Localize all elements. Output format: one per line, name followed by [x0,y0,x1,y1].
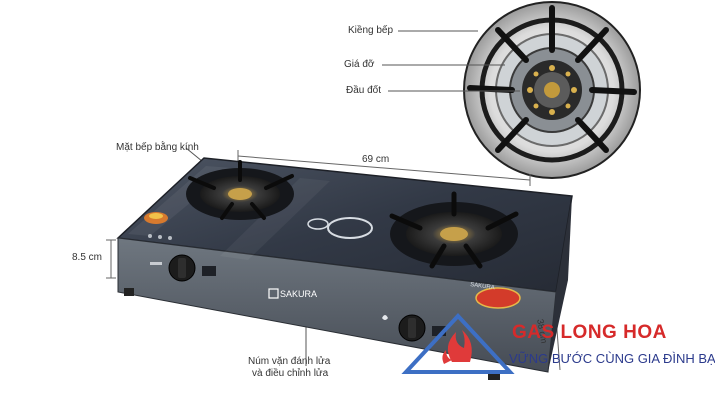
label-knob-line2: và điều chỉnh lửa [252,368,329,379]
label-pan-support: Kiềng bếp [348,25,394,36]
label-width: 69 cm [362,154,390,165]
glass-decor [144,212,521,309]
watermark-slogan: VỮNG BƯỚC CÙNG GIA ĐÌNH BẠN [509,351,715,366]
svg-text:SAKURA: SAKURA [280,289,317,299]
right-burner [389,191,519,269]
svg-text:SAKURA: SAKURA [470,282,495,291]
watermark-title: GAS LONG HOA [512,322,667,343]
control-knobs [150,254,446,342]
label-glass-top: Mặt bếp bằng kính [116,142,199,153]
left-burner [186,160,294,220]
label-height: 8.5 cm [72,252,103,263]
sakura-logo: SAKURA SAKURA [268,282,495,299]
burner-zoom-detail [463,1,641,179]
label-holder: Giá đỡ [344,59,375,70]
label-burner-head: Đầu đốt [346,85,382,96]
gas-long-hoa-logo [401,313,515,374]
label-knob-line1: Núm vặn đánh lửa [248,356,331,367]
